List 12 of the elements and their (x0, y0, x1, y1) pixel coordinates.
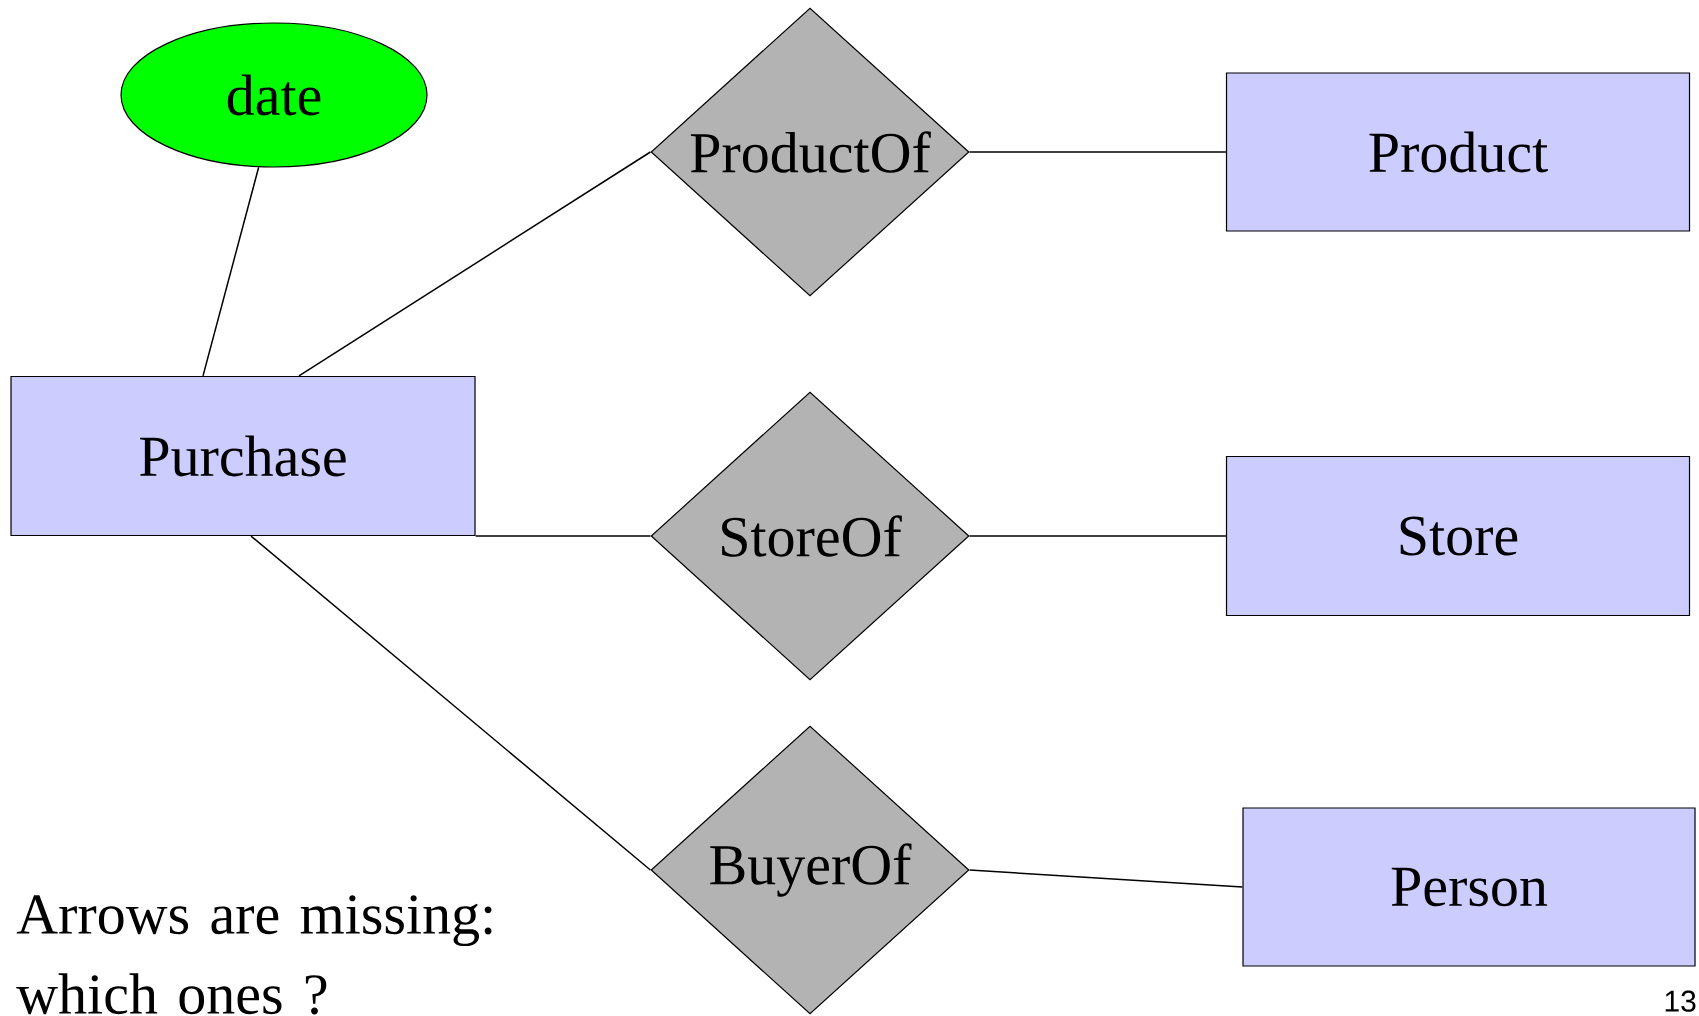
entity-box: Purchase (10, 375, 476, 537)
connector-line (298, 151, 652, 377)
entity-box: Person (1242, 807, 1696, 967)
connector-line (968, 535, 1227, 537)
connector-line (202, 166, 260, 377)
connector-line (968, 869, 1244, 888)
note-text: Arrows are missing: which ones ? (16, 895, 492, 1015)
entity-box: Store (1225, 455, 1691, 617)
entity-box: Product (1225, 72, 1691, 232)
connector-line (250, 535, 652, 871)
connector-line (968, 151, 1227, 153)
connector-line (474, 535, 652, 537)
